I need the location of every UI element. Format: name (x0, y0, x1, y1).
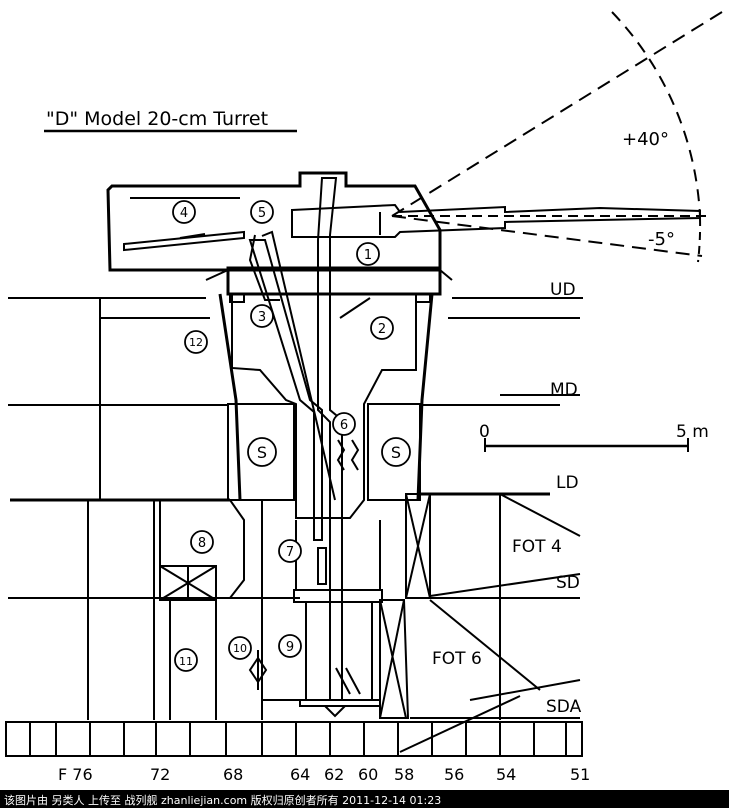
s-mark-right: S (391, 443, 401, 462)
barbette-left (218, 293, 242, 501)
callout-circle-5 (250, 200, 274, 224)
callout-circle-11 (174, 648, 198, 672)
turret-house (106, 171, 442, 272)
frame-62: 62 (324, 765, 344, 784)
callout-circle-7 (278, 539, 302, 563)
callout-circle-10 (228, 636, 252, 660)
frame-56: 56 (444, 765, 464, 784)
callout-2: 2 (378, 322, 386, 337)
callout-4: 4 (180, 206, 188, 221)
callout-circle-9 (278, 634, 302, 658)
callout-7: 7 (286, 545, 294, 560)
callout-circle-12 (184, 330, 208, 354)
elevation-line-max (391, 11, 723, 217)
callout-11: 11 (179, 655, 193, 668)
frame-64: 64 (290, 765, 310, 784)
callout-circle-8 (190, 530, 214, 554)
callout-10: 10 (233, 642, 247, 655)
deck-label-sd: SD (556, 573, 580, 593)
frame-f76: F 76 (58, 765, 93, 784)
callout-circle-1 (356, 242, 380, 266)
gun-barrel (291, 203, 701, 238)
elevation-max-label: +40° (622, 129, 669, 150)
elevation-min-label: -5° (648, 229, 675, 250)
s-circle-right (381, 437, 411, 467)
callout-circle-4 (172, 200, 196, 224)
callout-circle-6 (332, 412, 356, 436)
scale-end-label: 5 m (676, 422, 709, 442)
frame-60: 60 (358, 765, 378, 784)
s-mark-left: S (257, 443, 267, 462)
callout-5: 5 (258, 206, 266, 221)
frame-54: 54 (496, 765, 516, 784)
compartment-fot6: FOT 6 (432, 649, 482, 669)
callout-8: 8 (198, 536, 206, 551)
callout-6: 6 (340, 418, 348, 433)
deck-label-sda: SDA (546, 697, 582, 717)
watermark-text: 该图片由 另类人 上传至 战列舰 zhanliejian.com 版权归原创者所… (4, 794, 442, 807)
callout-9: 9 (286, 640, 294, 655)
callout-12: 12 (189, 336, 203, 349)
deck-label-md: MD (550, 380, 578, 400)
callout-circle-3 (250, 304, 274, 328)
elevation-line-min (391, 215, 703, 257)
frame-58: 58 (394, 765, 414, 784)
frame-51: 51 (570, 765, 590, 784)
watermark-bar (0, 790, 729, 808)
deck-label-ld: LD (556, 473, 579, 493)
frame-68: 68 (223, 765, 243, 784)
frame-72: 72 (150, 765, 170, 784)
working-chamber (231, 293, 417, 519)
scale-start-label: 0 (479, 422, 490, 442)
compartment-fot4: FOT 4 (512, 537, 562, 557)
hoist-5 (248, 239, 323, 541)
callout-3: 3 (258, 310, 266, 325)
elevation-arc (611, 11, 701, 217)
callout-1: 1 (364, 248, 372, 263)
s-circle-left (247, 437, 277, 467)
deck-label-ud: UD (550, 280, 576, 300)
diagram-title: "D" Model 20-cm Turret (46, 108, 268, 130)
callout-circle-2 (370, 316, 394, 340)
